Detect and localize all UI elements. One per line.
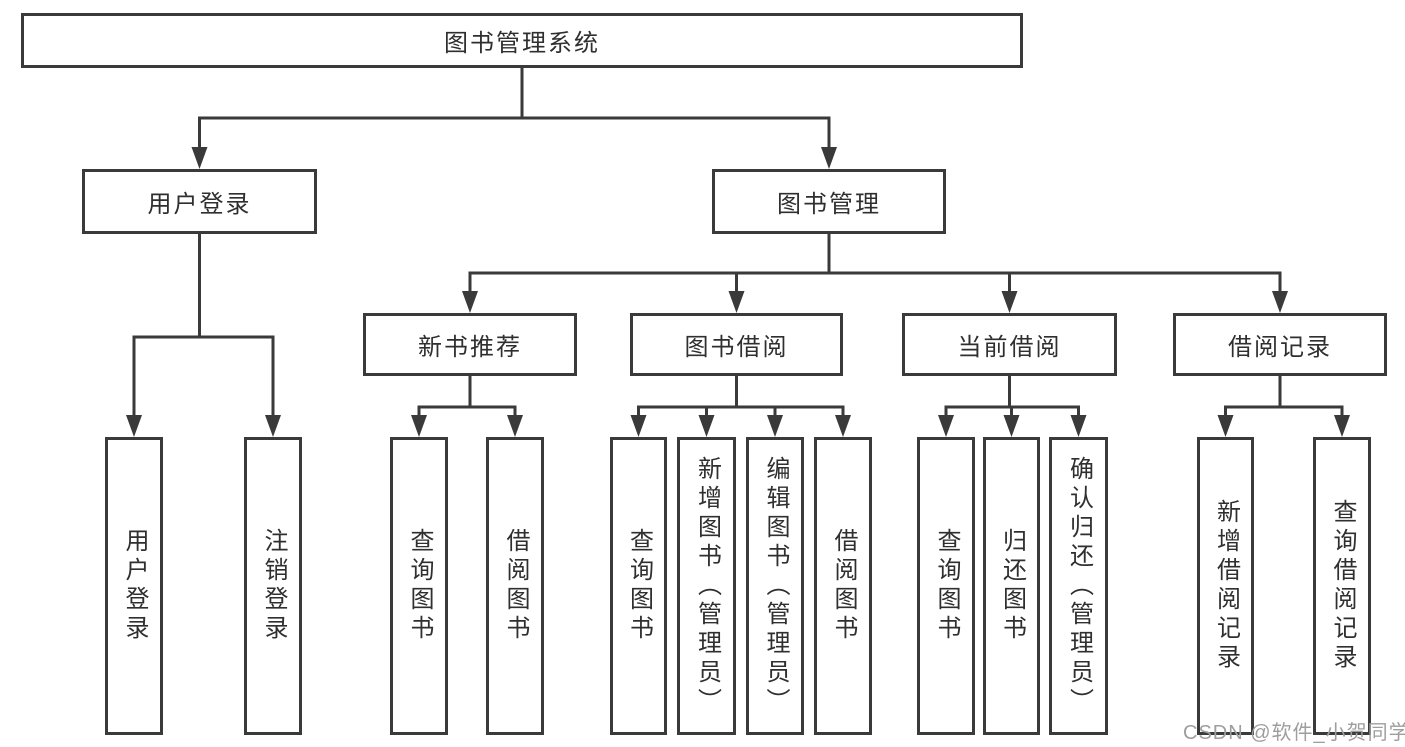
arrowhead-icon (821, 147, 837, 169)
node-edit-books-admin: 编辑图书（管理员） (746, 437, 804, 735)
arrowhead-icon (507, 415, 523, 437)
arrowhead-icon (767, 415, 783, 437)
node-add-books-admin: 新增图书（管理员） (677, 437, 736, 735)
node-book-management: 图书管理 (712, 169, 946, 234)
node-current-borrowing: 当前借阅 (902, 313, 1117, 376)
arrowhead-icon (126, 415, 142, 437)
node-query-books-borrowing: 查询图书 (610, 437, 667, 735)
node-borrowing-records: 借阅记录 (1173, 313, 1387, 376)
arrowhead-icon (1001, 291, 1018, 313)
arrowhead-icon (462, 291, 478, 313)
node-query-borrowing-record: 查询借阅记录 (1313, 437, 1371, 735)
arrowhead-icon (1070, 415, 1087, 437)
node-user-login-action: 用户登录 (105, 437, 163, 735)
node-query-books-current: 查询图书 (917, 437, 975, 735)
arrowhead-icon (728, 291, 745, 313)
node-user-login: 用户登录 (82, 169, 317, 234)
arrowhead-icon (630, 415, 647, 437)
arrowhead-icon (698, 415, 715, 437)
arrowhead-icon (938, 415, 954, 437)
node-borrow-books-recommend: 借阅图书 (486, 437, 544, 735)
connector-path (132, 66, 1344, 423)
node-borrow-books-borrowing: 借阅图书 (814, 437, 872, 735)
node-add-borrowing-record: 新增借阅记录 (1197, 437, 1254, 735)
node-library-management-system: 图书管理系统 (21, 13, 1023, 68)
node-return-books: 归还图书 (983, 437, 1040, 735)
arrowhead-icon (191, 147, 208, 169)
node-new-book-recommendation: 新书推荐 (363, 313, 577, 376)
arrowhead-icon (411, 415, 427, 437)
arrowhead-icon (835, 415, 851, 437)
arrowhead-icon (1003, 415, 1020, 437)
node-query-books-recommend: 查询图书 (390, 437, 448, 735)
arrowhead-icon (1272, 291, 1288, 313)
watermark: CSDN @软件_小贺同学 (1183, 722, 1405, 744)
node-confirm-return-admin: 确认归还（管理员） (1049, 437, 1108, 735)
arrowhead-icon (1217, 415, 1234, 437)
arrowhead-icon (265, 415, 281, 437)
node-book-borrowing: 图书借阅 (630, 313, 843, 376)
arrowhead-icon (1334, 415, 1350, 437)
node-logout: 注销登录 (244, 437, 302, 735)
